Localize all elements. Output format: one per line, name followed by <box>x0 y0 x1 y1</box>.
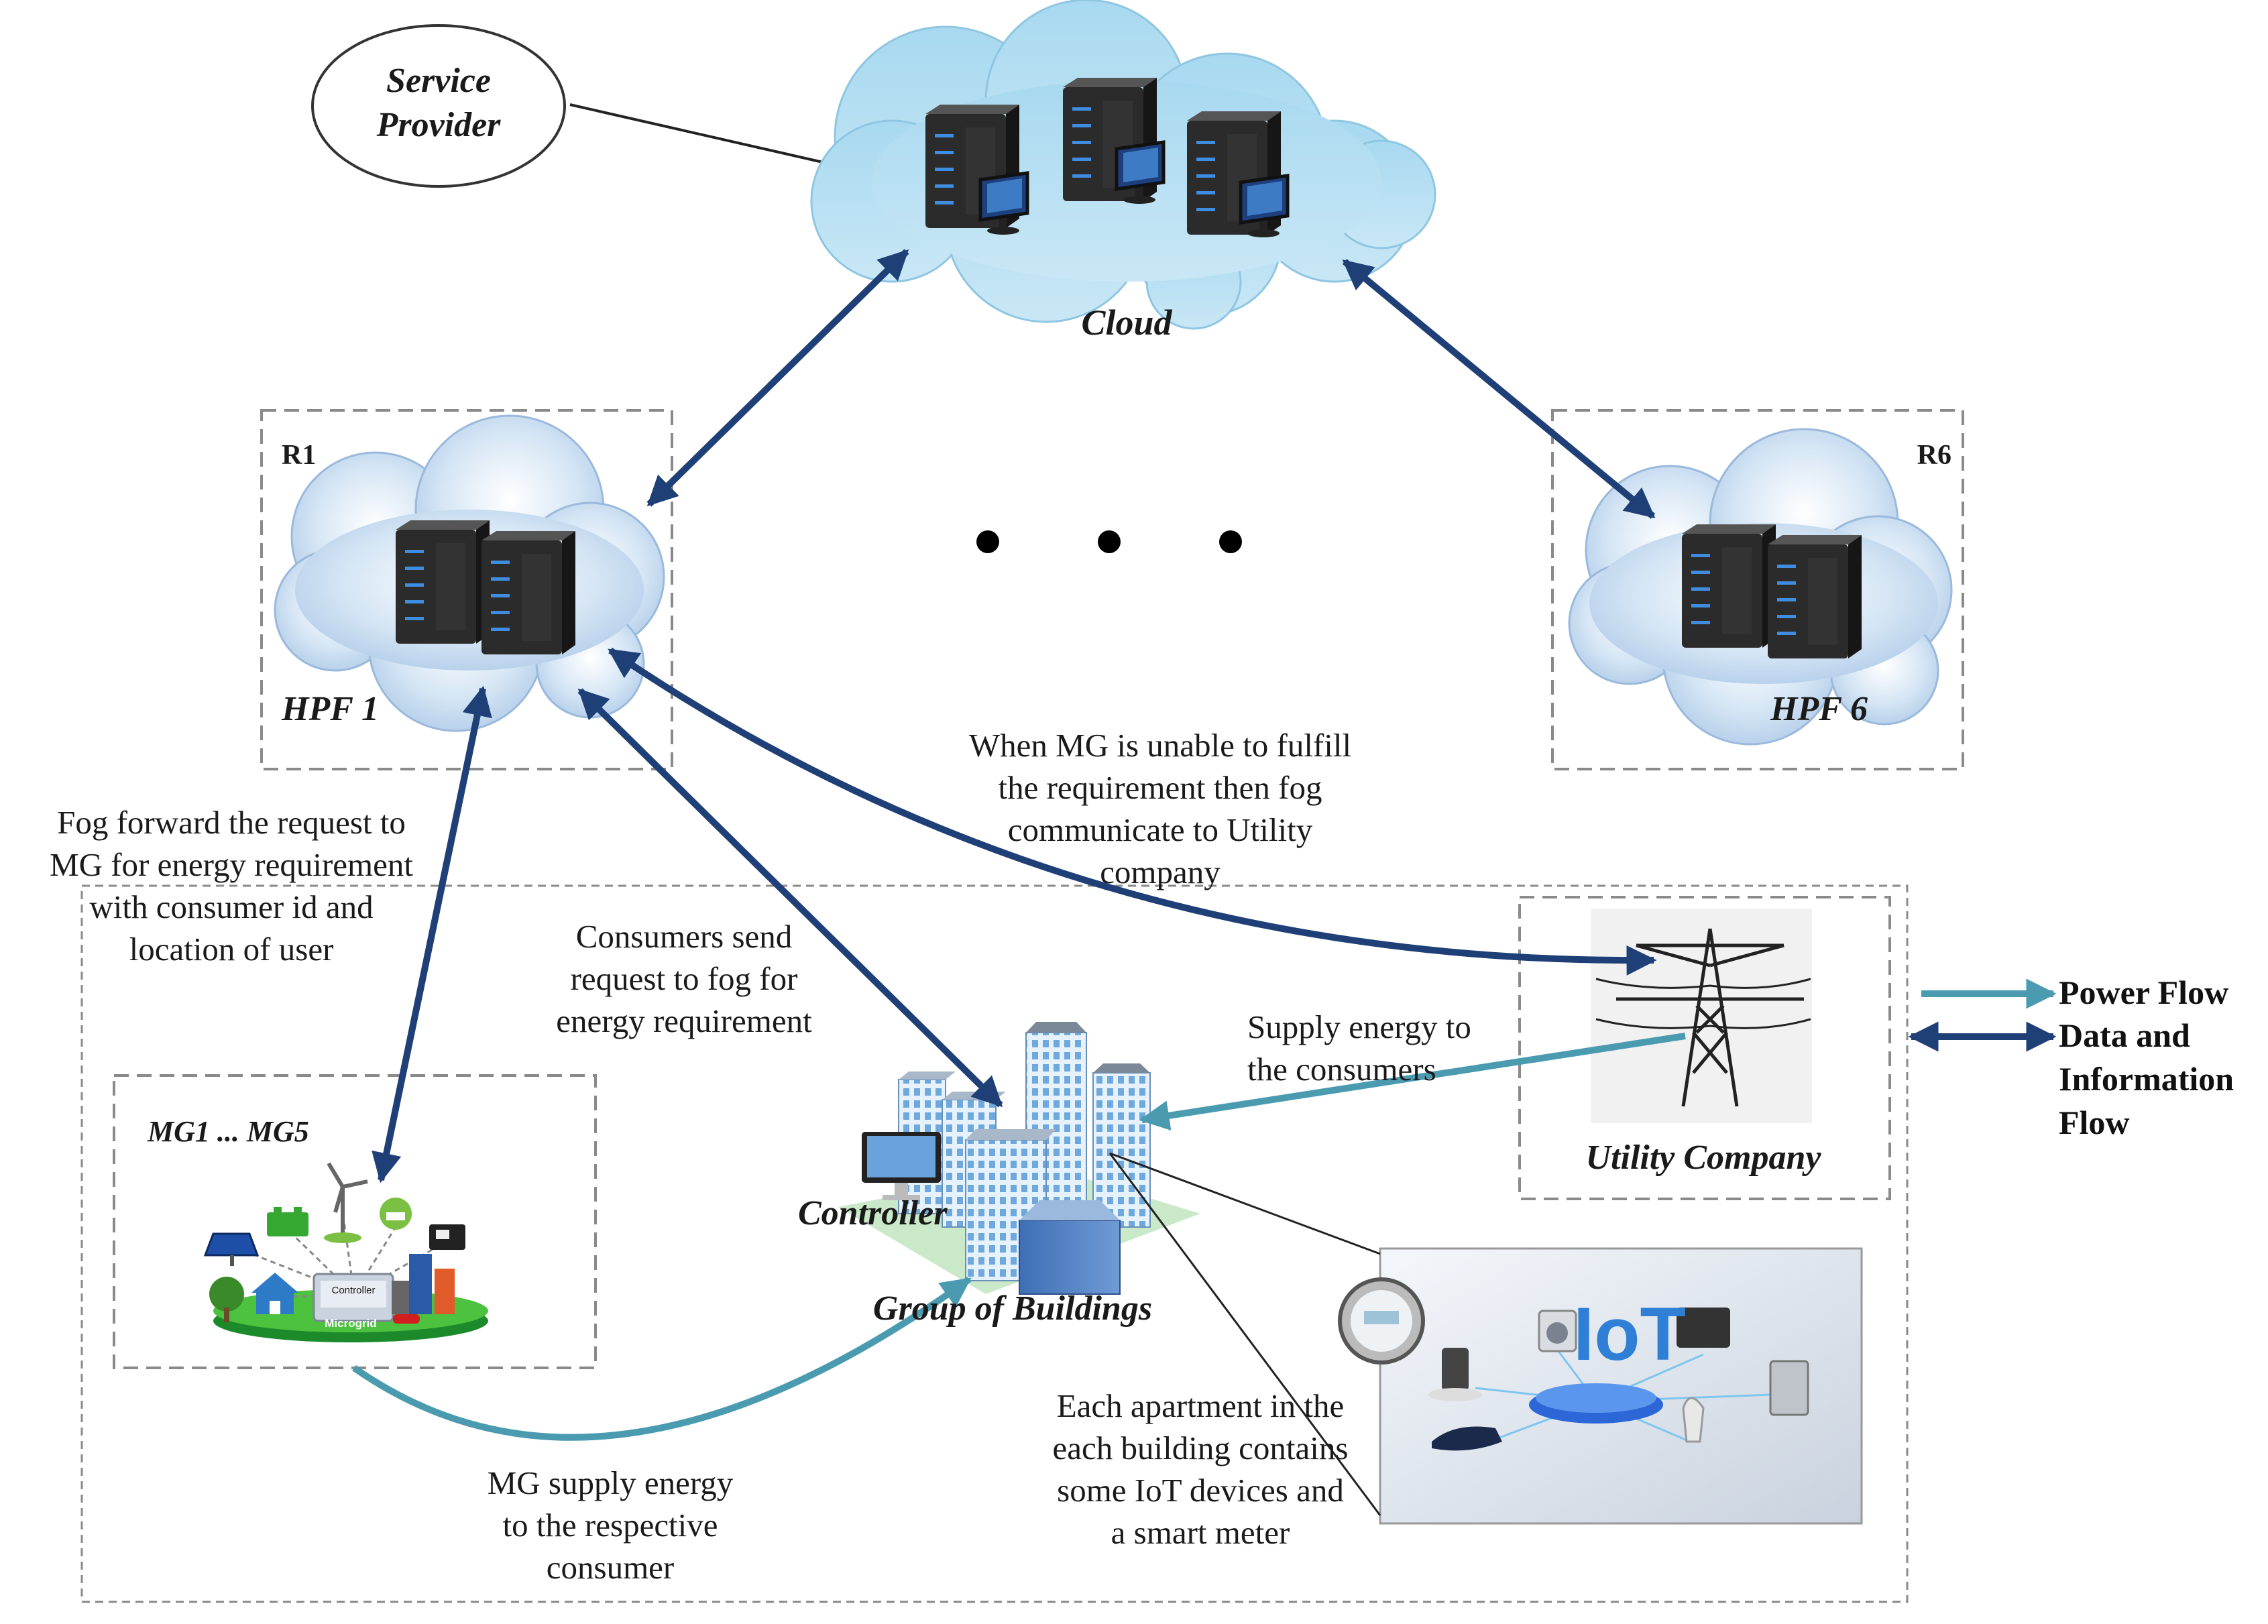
legend-line: Flow <box>2059 1104 2130 1141</box>
note-apartments: Each apartment in the each building cont… <box>1019 1385 1381 1554</box>
legend-line: Information <box>2059 1060 2234 1098</box>
region-r6-box <box>1551 409 1964 770</box>
fog-servers-hpf6 <box>1682 524 1862 658</box>
service-provider-connector <box>569 103 847 169</box>
service-provider-line: Provider <box>376 106 501 144</box>
utility-box <box>1518 896 1891 1200</box>
note-fog-to-mg: Fog forward the request to MG for energy… <box>13 801 449 970</box>
note-line: MG for energy requirement <box>50 846 413 883</box>
utility-company-label: Utility Company <box>1585 1139 1821 1177</box>
region-r1-box <box>260 409 673 770</box>
note-line: with consumer id and <box>89 888 374 925</box>
note-line: energy requirement <box>556 1002 812 1039</box>
region-r1-label: R1 <box>282 440 317 471</box>
microgrid-caption: Microgrid <box>325 1317 377 1330</box>
buildings-to-iot-connector <box>1109 1153 1381 1516</box>
transmission-tower-icon <box>1591 909 1812 1123</box>
group-of-buildings-label: Group of Buildings <box>872 1289 1153 1328</box>
buildings-illustration <box>838 1022 1200 1295</box>
microgrid-illustration <box>203 1162 488 1342</box>
hpf1-microgrid-arrow <box>372 685 492 1183</box>
note-line: Consumers send <box>575 918 793 955</box>
note-line: the consumers <box>1247 1051 1436 1088</box>
cloud-label: Cloud <box>1081 302 1172 343</box>
service-provider-ellipse <box>311 24 566 188</box>
cloud-hpf6-arrow <box>1342 259 1656 519</box>
note-line: location of user <box>129 931 334 968</box>
hpf1-label: HPF 1 <box>282 690 379 728</box>
hpf6-label: HPF 6 <box>1770 690 1868 728</box>
note-line: Each apartment in the <box>1056 1387 1345 1424</box>
microgrid-controller-caption: Controller <box>331 1285 376 1296</box>
legend-power-flow: Power Flow <box>2059 974 2229 1011</box>
controller-label: Controller <box>798 1194 948 1232</box>
mg-supply-arrow <box>352 1276 972 1441</box>
note-line: a smart meter <box>1111 1514 1290 1551</box>
note-line: Supply energy to <box>1247 1008 1471 1045</box>
legend-data-flow: Data and Information Flow <box>2059 1014 2234 1145</box>
note-consumers-to-fog: Consumers send request to fog for energy… <box>523 915 845 1042</box>
note-fog-to-utility: When MG is unable to fulfill the require… <box>932 724 1388 893</box>
microgrids-label: MG1 ... MG5 <box>148 1115 309 1148</box>
note-line: company <box>1100 854 1221 890</box>
note-line: the requirement then fog <box>998 769 1322 806</box>
ellipsis-dot <box>1219 530 1242 553</box>
note-line: each building contains <box>1052 1430 1349 1466</box>
note-utility-supply: Supply energy to the consumers <box>1247 1006 1516 1090</box>
note-line: communicate to Utility <box>1007 811 1313 848</box>
note-line: When MG is unable to fulfill <box>968 727 1352 764</box>
region-r6-label: R6 <box>1917 440 1951 471</box>
hpf1-utility-arrow <box>608 647 1657 976</box>
note-line: to the respective <box>502 1507 718 1544</box>
note-line: some IoT devices and <box>1057 1472 1344 1509</box>
iot-label: IoT <box>1573 1292 1686 1376</box>
cloud-hpf1-arrow <box>646 249 909 507</box>
buildings-to-iot-connector <box>1109 1152 1381 1255</box>
ellipsis-dot <box>976 530 999 553</box>
service-provider-label: Service Provider <box>331 59 546 148</box>
note-line: Fog forward the request to <box>57 804 406 841</box>
utility-supply-arrow <box>1139 1033 1686 1131</box>
iot-devices-image <box>1338 1247 1863 1525</box>
fog-servers-hpf1 <box>396 520 575 654</box>
note-mg-supply: MG supply energy to the respective consu… <box>429 1462 791 1588</box>
note-line: MG supply energy <box>487 1464 734 1501</box>
service-provider-line: Service <box>386 62 491 100</box>
note-line: consumer <box>546 1549 675 1586</box>
note-line: request to fog for <box>570 960 798 997</box>
ellipsis-dot <box>1098 530 1121 553</box>
legend-line: Data and <box>2059 1017 2190 1054</box>
